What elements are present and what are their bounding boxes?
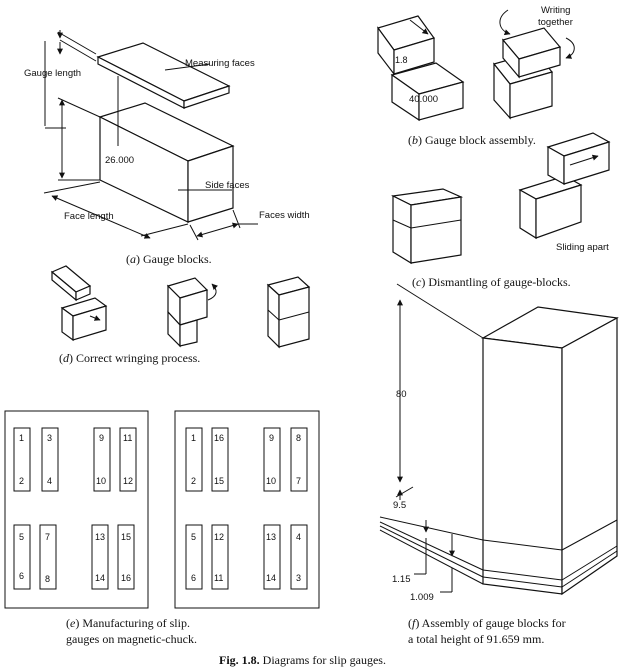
stack-front-face <box>482 337 563 595</box>
svg-text:10: 10 <box>266 476 276 486</box>
panel-1-numbers: 1 2 3 4 9 10 11 12 5 6 7 8 13 14 15 16 <box>19 433 133 584</box>
svg-text:8: 8 <box>45 574 50 584</box>
svg-text:11: 11 <box>214 573 223 583</box>
svg-text:9: 9 <box>269 433 274 443</box>
svg-text:12: 12 <box>123 476 133 486</box>
svg-text:16: 16 <box>121 573 131 583</box>
diagram-f-assembly: 80 9.5 1.15 1.009 (f) Assembly of gauge … <box>379 283 619 646</box>
svg-text:11: 11 <box>123 433 132 443</box>
svg-text:7: 7 <box>296 476 301 486</box>
svg-text:10: 10 <box>96 476 106 486</box>
label-together: together <box>538 17 573 28</box>
svg-text:2: 2 <box>191 476 196 486</box>
dim-1-009: 1.009 <box>410 592 434 603</box>
stack-side-face <box>561 316 618 596</box>
diagram-b-gauge-block-assembly: 1.8 40.000 Writing together (b) Gauge bl… <box>377 5 575 147</box>
svg-text:15: 15 <box>121 532 131 542</box>
svg-text:2: 2 <box>19 476 24 486</box>
svg-text:1: 1 <box>191 433 196 443</box>
svg-text:6: 6 <box>19 571 24 581</box>
caption-f-line1: (f) Assembly of gauge blocks for <box>408 616 566 630</box>
svg-text:9: 9 <box>99 433 104 443</box>
label-sliding-apart: Sliding apart <box>556 242 609 253</box>
label-faces-width: Faces width <box>259 210 310 221</box>
svg-text:14: 14 <box>266 573 276 583</box>
thin-gauge-block <box>96 42 231 109</box>
caption-e-line1: (e) Manufacturing of slip. <box>66 616 190 630</box>
diagram-a-gauge-blocks: Measuring faces Gauge length 26.000 Side… <box>24 30 310 266</box>
caption-e-line2: gauges on magnetic-chuck. <box>66 632 197 646</box>
dim-80: 80 <box>396 389 407 400</box>
label-small-block: 1.8 <box>395 55 408 65</box>
panel-2-slips <box>185 427 308 590</box>
label-side-faces: Side faces <box>205 180 250 191</box>
svg-text:1: 1 <box>19 433 24 443</box>
chuck-panel-2 <box>174 410 320 609</box>
svg-text:7: 7 <box>45 532 50 542</box>
svg-text:16: 16 <box>214 433 224 443</box>
svg-text:6: 6 <box>191 573 196 583</box>
svg-text:4: 4 <box>296 532 301 542</box>
label-measuring-faces: Measuring faces <box>185 58 255 69</box>
label-large-block: 40.000 <box>409 94 438 105</box>
label-block-size: 26.000 <box>105 155 134 166</box>
dim-9-5: 9.5 <box>393 500 406 511</box>
dim-1-15: 1.15 <box>392 574 411 585</box>
svg-text:14: 14 <box>95 573 105 583</box>
svg-text:12: 12 <box>214 532 224 542</box>
svg-text:15: 15 <box>214 476 224 486</box>
diagram-d-wringing: (d) Correct wringing process. <box>50 265 311 365</box>
svg-text:3: 3 <box>296 573 301 583</box>
label-writing: Writing <box>541 5 570 16</box>
caption-f-line2: a total height of 91.659 mm. <box>408 632 544 646</box>
chuck-panel-1 <box>4 410 149 609</box>
svg-text:8: 8 <box>296 433 301 443</box>
panel-2-numbers: 1 2 16 15 9 10 8 7 5 6 12 11 13 14 4 3 <box>191 433 301 583</box>
label-face-length: Face length <box>64 211 114 222</box>
label-gauge-length: Gauge length <box>24 68 81 79</box>
large-gauge-block <box>98 102 235 223</box>
panel-1-slips <box>13 427 137 590</box>
caption-b: (b) Gauge block assembly. <box>408 133 536 147</box>
caption-c: (c) Dismantling of gauge-blocks. <box>412 275 571 289</box>
svg-text:13: 13 <box>95 532 105 542</box>
diagram-c-dismantling: Sliding apart (c) Dismantling of gauge-b… <box>391 132 611 289</box>
figure-caption: Fig. 1.8. Diagrams for slip gauges. <box>219 653 386 667</box>
caption-d: (d) Correct wringing process. <box>59 351 200 365</box>
svg-text:3: 3 <box>47 433 52 443</box>
caption-a: (a) Gauge blocks. <box>126 252 212 266</box>
svg-text:4: 4 <box>47 476 52 486</box>
svg-text:5: 5 <box>191 532 196 542</box>
svg-text:5: 5 <box>19 532 24 542</box>
diagram-e-magnetic-chuck: 1 2 3 4 9 10 11 12 5 6 7 8 13 14 15 16 <box>4 410 320 646</box>
svg-text:13: 13 <box>266 532 276 542</box>
